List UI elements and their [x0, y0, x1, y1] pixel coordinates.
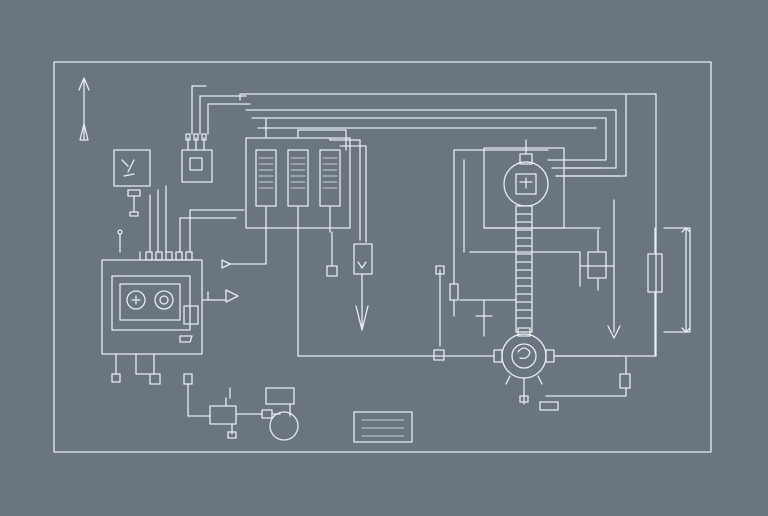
drawing-frame — [53, 61, 712, 453]
vertical-pipe — [515, 205, 533, 333]
motor-icon — [483, 139, 565, 229]
arrow-up-icon — [78, 77, 90, 141]
connector-block — [326, 221, 373, 331]
module-rack — [245, 123, 351, 229]
arrow-down-icon — [607, 199, 621, 339]
legend-box — [353, 411, 413, 443]
relay-box — [181, 133, 213, 183]
gauge-icon — [126, 290, 146, 310]
control-panel — [101, 251, 203, 385]
level-sensor — [539, 355, 631, 411]
pump-icon — [493, 327, 555, 405]
valve-icon — [183, 373, 299, 441]
flow-meter — [579, 229, 615, 291]
switch-box — [113, 149, 151, 217]
pressure-gauge — [647, 227, 691, 357]
arrow-right-icon — [201, 289, 239, 303]
